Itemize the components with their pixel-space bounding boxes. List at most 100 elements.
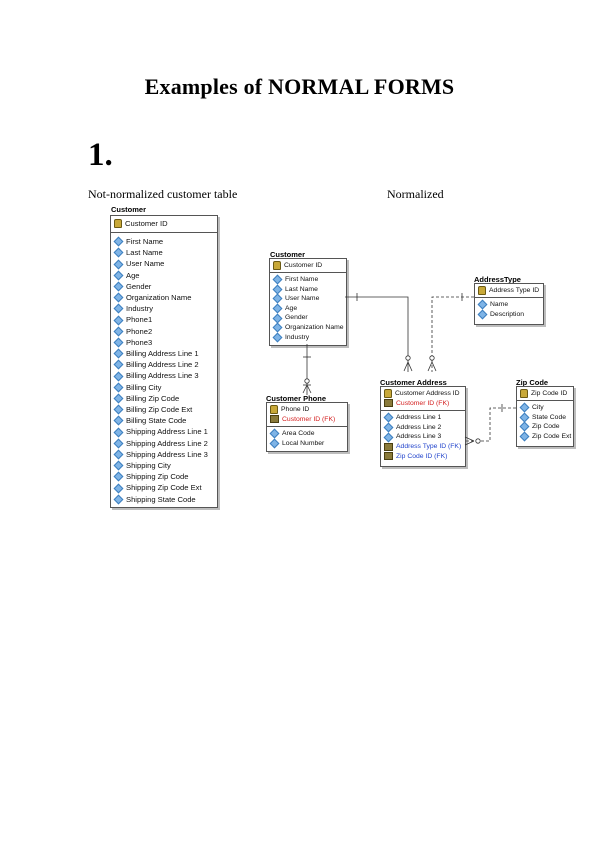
attribute-label: Customer ID <box>284 262 323 269</box>
attribute-label: Customer Address ID <box>395 390 460 397</box>
attribute-row: Address Type ID (FK) <box>384 442 462 452</box>
attribute-row: Name <box>477 299 540 310</box>
attribute-row: Gender <box>272 313 343 324</box>
key-icon <box>114 219 122 228</box>
foreign-key-row: Customer ID (FK) <box>384 399 462 409</box>
attribute-label: Gender <box>285 314 308 322</box>
attribute-label: Address Line 3 <box>396 433 442 441</box>
attribute-row: Billing State Code <box>113 415 214 426</box>
attribute-label: Local Number <box>282 439 325 447</box>
attribute-label: First Name <box>285 276 319 283</box>
attribute-row: Shipping State Code <box>113 494 214 505</box>
primary-key-row: Customer ID <box>114 219 214 228</box>
attribute-row: State Code <box>519 412 570 423</box>
attribute-label: Industry <box>285 333 310 341</box>
attribute-label: Shipping City <box>126 461 171 471</box>
attribute-label: Last Name <box>126 248 163 258</box>
entity-title-customer: Customer <box>270 250 306 259</box>
attribute-row: Gender <box>113 281 214 292</box>
attribute-label: Address Type ID <box>489 287 540 294</box>
attribute-row: Shipping Zip Code <box>113 471 214 482</box>
foreign-key-icon <box>384 452 393 461</box>
key-icon <box>384 389 392 399</box>
attribute-row: Age <box>113 270 214 281</box>
attribute-row: Phone1 <box>113 314 214 325</box>
attribute-row: Last Name <box>113 247 214 258</box>
entity-title-customer-address: Customer Address <box>380 378 447 387</box>
attribute-row: Shipping Address Line 3 <box>113 449 214 460</box>
attribute-row: Local Number <box>269 438 344 449</box>
attribute-label: Address Line 1 <box>396 414 442 422</box>
attribute-label: Customer ID (FK) <box>396 399 450 407</box>
key-icon <box>273 261 281 270</box>
foreign-key-icon <box>384 399 393 408</box>
attribute-label: Phone ID <box>281 406 310 413</box>
attribute-label: Billing Zip Code Ext <box>126 405 193 415</box>
attribute-row: Last Name <box>272 284 343 295</box>
attribute-label: Shipping Zip Code <box>126 472 189 482</box>
attribute-label: Name <box>490 301 509 308</box>
attribute-label: Age <box>126 270 140 280</box>
entity-title-customer-unnormalized: Customer <box>111 205 147 214</box>
attribute-row: Zip Code Ext <box>519 431 571 442</box>
attribute-label: Billing City <box>126 382 162 392</box>
attribute-label: Customer ID (FK) <box>282 415 336 423</box>
primary-key-row: Customer ID <box>273 261 343 270</box>
relationship-zip-code <box>464 404 516 446</box>
attribute-row: Billing Zip Code <box>113 393 214 404</box>
attribute-row: Billing Address Line 3 <box>113 370 214 381</box>
attribute-row: City <box>519 402 570 413</box>
attribute-label: Customer ID <box>125 219 168 228</box>
attribute-label: State Code <box>532 413 567 421</box>
attribute-row: Shipping City <box>113 460 214 471</box>
foreign-key-icon <box>270 415 279 424</box>
attribute-label: Address Line 2 <box>396 423 442 431</box>
attribute-label: Phone1 <box>126 315 153 325</box>
attribute-row: User Name <box>272 294 343 304</box>
attribute-label: User Name <box>285 295 320 303</box>
attribute-label: Last Name <box>285 285 318 293</box>
attribute-row: Shipping Zip Code Ext <box>113 482 214 494</box>
attribute-label: Industry <box>126 304 154 314</box>
attribute-label: City <box>532 404 544 411</box>
attribute-row: Shipping Address Line 1 <box>113 426 214 437</box>
key-icon <box>520 389 528 398</box>
relationship-customer-phone <box>302 344 312 395</box>
attribute-row: Organization Name <box>272 322 344 333</box>
attribute-row: Industry <box>113 303 214 314</box>
attribute-row: Address Line 2 <box>383 422 462 433</box>
entity-title-address-type: AddressType <box>474 275 521 284</box>
attribute-row: Organization Name <box>113 292 214 303</box>
attribute-label: Gender <box>126 281 152 291</box>
entity-title-zip-code: Zip Code <box>516 378 549 387</box>
attribute-row: First Name <box>272 274 343 285</box>
attribute-row: Phone3 <box>113 337 214 348</box>
attribute-label: Area Code <box>282 430 315 438</box>
attribute-label: Shipping Address Line 1 <box>126 427 208 437</box>
attribute-row: Billing Address Line 1 <box>113 348 214 359</box>
attribute-label: Description <box>490 310 524 318</box>
primary-key-row: Address Type ID <box>478 286 540 295</box>
attribute-label: Billing Address Line 2 <box>126 360 199 370</box>
primary-key-row: Customer Address ID <box>384 389 462 399</box>
caption-normalized: Normalized <box>387 187 444 201</box>
attribute-row: Address Line 3 <box>383 432 462 443</box>
attribute-row: User Name <box>113 258 214 269</box>
entity-customer-address: Customer Address ID Customer ID (FK) Add… <box>380 386 466 467</box>
attribute-label: Organization Name <box>126 293 192 303</box>
attribute-row: Zip Code <box>519 422 570 432</box>
attribute-label: Shipping State Code <box>126 494 196 504</box>
section-number: 1. <box>88 137 113 173</box>
primary-key-row: Phone ID <box>270 405 344 415</box>
relationship-address-type <box>427 293 474 372</box>
attribute-label: Zip Code ID (FK) <box>396 452 448 460</box>
attribute-label: Billing State Code <box>126 416 187 426</box>
attribute-label: Billing Zip Code <box>126 393 180 403</box>
relationship-customer-address <box>345 293 413 372</box>
attribute-row: Billing City <box>113 382 214 393</box>
